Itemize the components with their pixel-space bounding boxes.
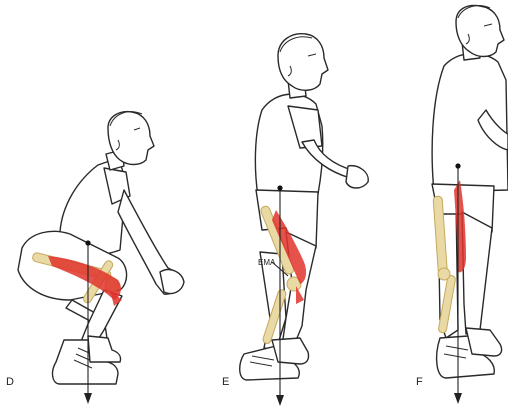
panel-f: F: [416, 6, 508, 404]
panel-label-d: D: [6, 376, 14, 388]
panel-label-e: E: [222, 376, 229, 388]
walking-figure: [240, 34, 368, 380]
panel-e: EMA E: [222, 34, 368, 406]
panel-d: D: [6, 112, 184, 404]
squatting-figure: [18, 112, 184, 384]
panel-label-f: F: [416, 376, 423, 388]
standing-figure: [432, 6, 508, 378]
